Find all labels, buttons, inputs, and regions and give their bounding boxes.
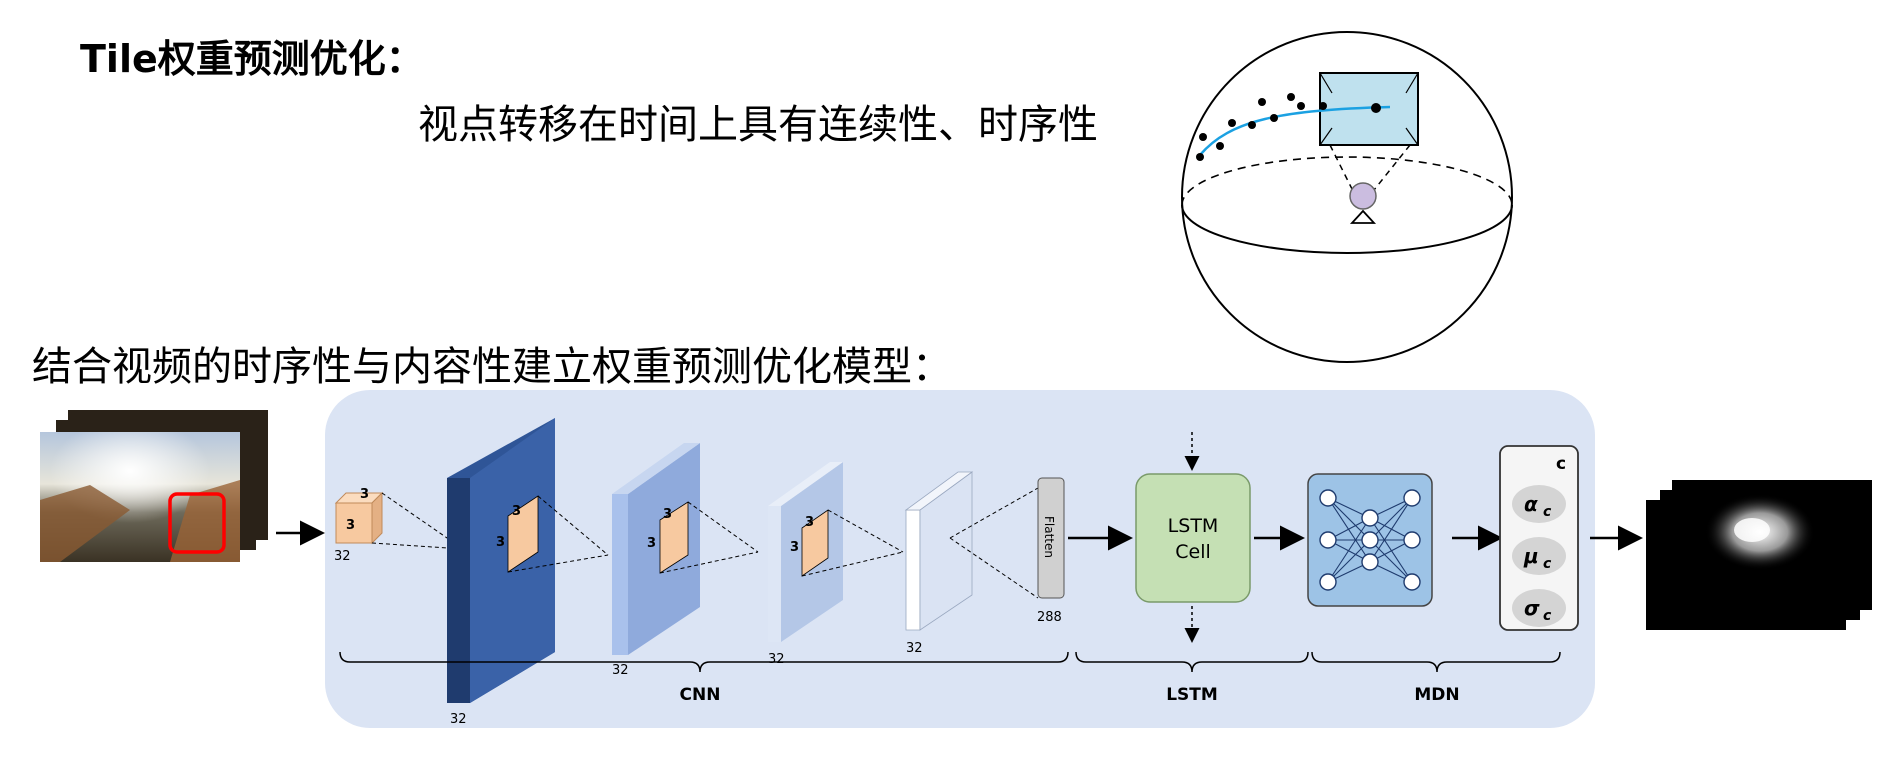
- input-kernel-height: 3: [346, 518, 355, 533]
- param-sigma: σ: [1524, 596, 1540, 620]
- param-alpha-sub: c: [1543, 504, 1552, 520]
- viewpoint-trajectory: [1199, 105, 1391, 156]
- section-label-lstm: LSTM: [1166, 685, 1218, 705]
- sphere-equator-back: [1181, 156, 1513, 206]
- sphere-equator-front: [1181, 204, 1513, 254]
- viewer-base: [1349, 209, 1377, 224]
- flatten-layer: Flatten 288: [1037, 477, 1065, 625]
- conv-block-1: 3 3 32: [447, 418, 555, 727]
- lstm-cell-line2: Cell: [1175, 541, 1211, 563]
- section-braces: [339, 651, 1561, 673]
- section-label-cnn: CNN: [680, 685, 721, 705]
- section-label-mdn: MDN: [1414, 685, 1459, 705]
- conv1-kernel-h: 3: [512, 504, 521, 519]
- slide-heading: Tile权重预测优化：: [80, 37, 424, 81]
- conv1-kernel-w: 3: [496, 535, 505, 550]
- conv-block-2: 3 3 32: [612, 443, 700, 678]
- param-mu-sub: c: [1543, 556, 1552, 572]
- input-kernel-channels: 32: [334, 549, 351, 564]
- input-video-frames: [40, 410, 268, 562]
- conv3-kernel-w: 3: [790, 540, 799, 555]
- sphere-outline: [1181, 31, 1513, 363]
- slide-subheading: 视点转移在时间上具有连续性、时序性: [418, 102, 1098, 148]
- conv2-channels: 32: [612, 663, 629, 678]
- mdn-network: [1307, 473, 1433, 607]
- input-kernel-depth: 3: [360, 487, 369, 502]
- param-alpha: α: [1524, 492, 1538, 516]
- param-sigma-sub: c: [1543, 608, 1552, 624]
- conv2-kernel-h: 3: [663, 507, 672, 522]
- param-mu: μ: [1523, 544, 1539, 568]
- mdn-corner-label: c: [1556, 454, 1566, 474]
- output-heatmap-frames: [1646, 480, 1872, 630]
- conv3-kernel-h: 3: [805, 515, 814, 530]
- input-kernel-cube: 3 3 32: [334, 487, 384, 564]
- lstm-cell-line1: LSTM: [1168, 515, 1219, 537]
- viewer-head: [1349, 182, 1377, 210]
- conv2-kernel-w: 3: [647, 536, 656, 551]
- viewport-highlight: [168, 492, 226, 554]
- viewport-sphere-diagram: [1181, 31, 1513, 363]
- flatten-label: Flatten: [1042, 516, 1056, 558]
- conv3-channels: 32: [768, 652, 785, 667]
- conv-block-4: 32: [904, 471, 974, 656]
- viewpoint-samples: [1196, 93, 1381, 161]
- flatten-size: 288: [1037, 610, 1062, 625]
- model-caption: 结合视频的时序性与内容性建立权重预测优化模型：: [32, 344, 952, 390]
- conv1-channels: 32: [450, 712, 467, 727]
- conv4-channels: 32: [906, 641, 923, 656]
- mdn-parameters: c α c μ c σ c: [1499, 445, 1579, 631]
- conv-block-3: 3 3 32: [768, 462, 843, 667]
- lstm-cell: LSTM Cell: [1135, 432, 1251, 643]
- network-diagram: 3 3 32 3 3 32 3 3 32 3 3 32: [40, 390, 1872, 728]
